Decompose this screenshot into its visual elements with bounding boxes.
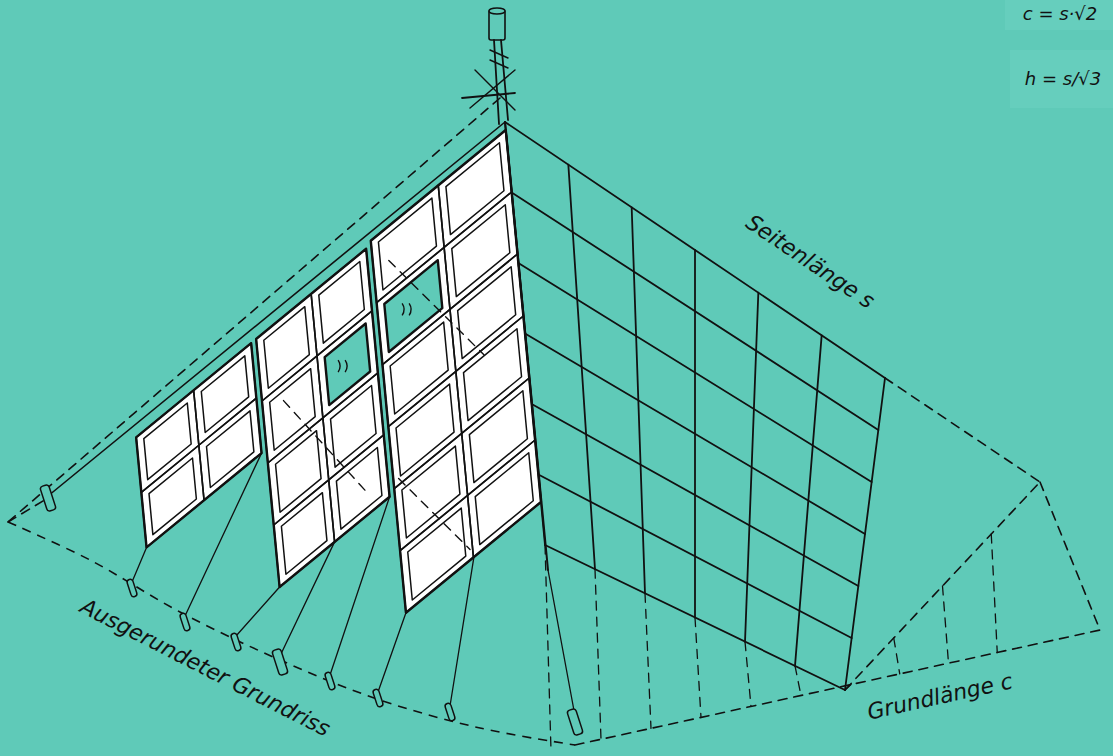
base-length-line xyxy=(575,630,1100,745)
panel-frame xyxy=(201,356,248,433)
panel-frame xyxy=(149,458,196,535)
ridge-line xyxy=(505,122,548,570)
window xyxy=(384,260,442,352)
pole-lashing xyxy=(490,50,508,58)
panel-frame xyxy=(207,411,254,488)
outline-dashed xyxy=(8,498,48,522)
guy-string xyxy=(236,587,280,636)
panel-strip xyxy=(256,249,389,587)
guy-string xyxy=(548,570,575,716)
projection-dashed xyxy=(991,534,997,653)
panel-cell xyxy=(317,311,378,418)
reflection-mark xyxy=(345,360,347,372)
reflection-mark xyxy=(402,303,404,315)
panel-cell xyxy=(136,390,199,492)
panel-frame xyxy=(144,403,191,480)
tent-peg xyxy=(372,689,383,708)
panel-cell xyxy=(256,294,317,401)
tent-peg xyxy=(40,484,57,512)
guy-string xyxy=(450,557,474,706)
formula: h = s/√3 xyxy=(1025,69,1101,89)
pole-bracket xyxy=(475,70,515,110)
panel-cell xyxy=(262,356,323,463)
panel-frame xyxy=(396,384,454,476)
pole-lashing xyxy=(490,60,508,68)
panel-cell xyxy=(323,373,384,480)
guy-string xyxy=(132,547,147,582)
guy-string xyxy=(280,542,335,656)
panel-cell xyxy=(199,398,262,500)
panel-frame xyxy=(408,508,466,600)
guy-string xyxy=(185,453,262,616)
reflection-mark xyxy=(409,303,411,315)
projection-dashed xyxy=(894,638,900,674)
pole-top xyxy=(489,8,505,14)
projection-dashed xyxy=(745,642,751,707)
outline-dashed xyxy=(845,482,1040,690)
tent-peg xyxy=(324,672,335,691)
panel-frame xyxy=(475,453,533,545)
panel-frame xyxy=(281,493,327,575)
outline-dashed xyxy=(1040,482,1100,630)
pole-bracket xyxy=(462,93,515,98)
tent-peg xyxy=(272,648,289,676)
formula-patch xyxy=(1010,50,1113,108)
grid-line xyxy=(538,475,851,639)
panel-cell xyxy=(468,440,541,557)
projection-dashed xyxy=(695,618,701,718)
projection-dashed xyxy=(645,593,651,728)
panel-frame xyxy=(390,322,448,414)
panel-frame xyxy=(446,143,504,235)
panel-cell xyxy=(194,343,257,445)
formula: c = s·√2 xyxy=(1023,4,1097,24)
projection-dashed xyxy=(795,666,801,696)
tent-peg xyxy=(179,613,190,632)
panel-frame xyxy=(336,448,382,530)
tent-peg xyxy=(567,708,584,736)
panel-frame xyxy=(402,446,460,538)
reflection-mark xyxy=(338,360,340,372)
panel-cell xyxy=(141,445,204,547)
formula-patch xyxy=(1005,0,1113,30)
tent-peg xyxy=(444,703,455,722)
outline-dashed xyxy=(885,378,1040,482)
seam-dashed xyxy=(389,260,484,354)
guy-string xyxy=(330,497,390,675)
panel-frame xyxy=(469,391,527,483)
pole xyxy=(501,40,508,120)
projection-dashed xyxy=(845,685,851,690)
panel-cell xyxy=(400,495,473,612)
panel-strip xyxy=(371,130,541,613)
tent-peg xyxy=(126,579,137,598)
seam-dashed xyxy=(284,401,368,494)
pole-bracket xyxy=(470,70,515,108)
projection-dashed xyxy=(595,569,601,739)
guy-string xyxy=(378,613,406,692)
panel-frame xyxy=(452,205,510,297)
panel-cell xyxy=(268,418,329,525)
tent-peg xyxy=(230,633,241,652)
seam-dashed xyxy=(399,479,470,550)
grid-line xyxy=(745,293,758,642)
grid-line xyxy=(845,378,885,690)
projection-dashed xyxy=(545,545,551,750)
panel-cell xyxy=(274,480,335,587)
panel-frame xyxy=(458,267,516,359)
projection-dashed xyxy=(943,586,949,663)
panel-strip xyxy=(136,343,261,547)
